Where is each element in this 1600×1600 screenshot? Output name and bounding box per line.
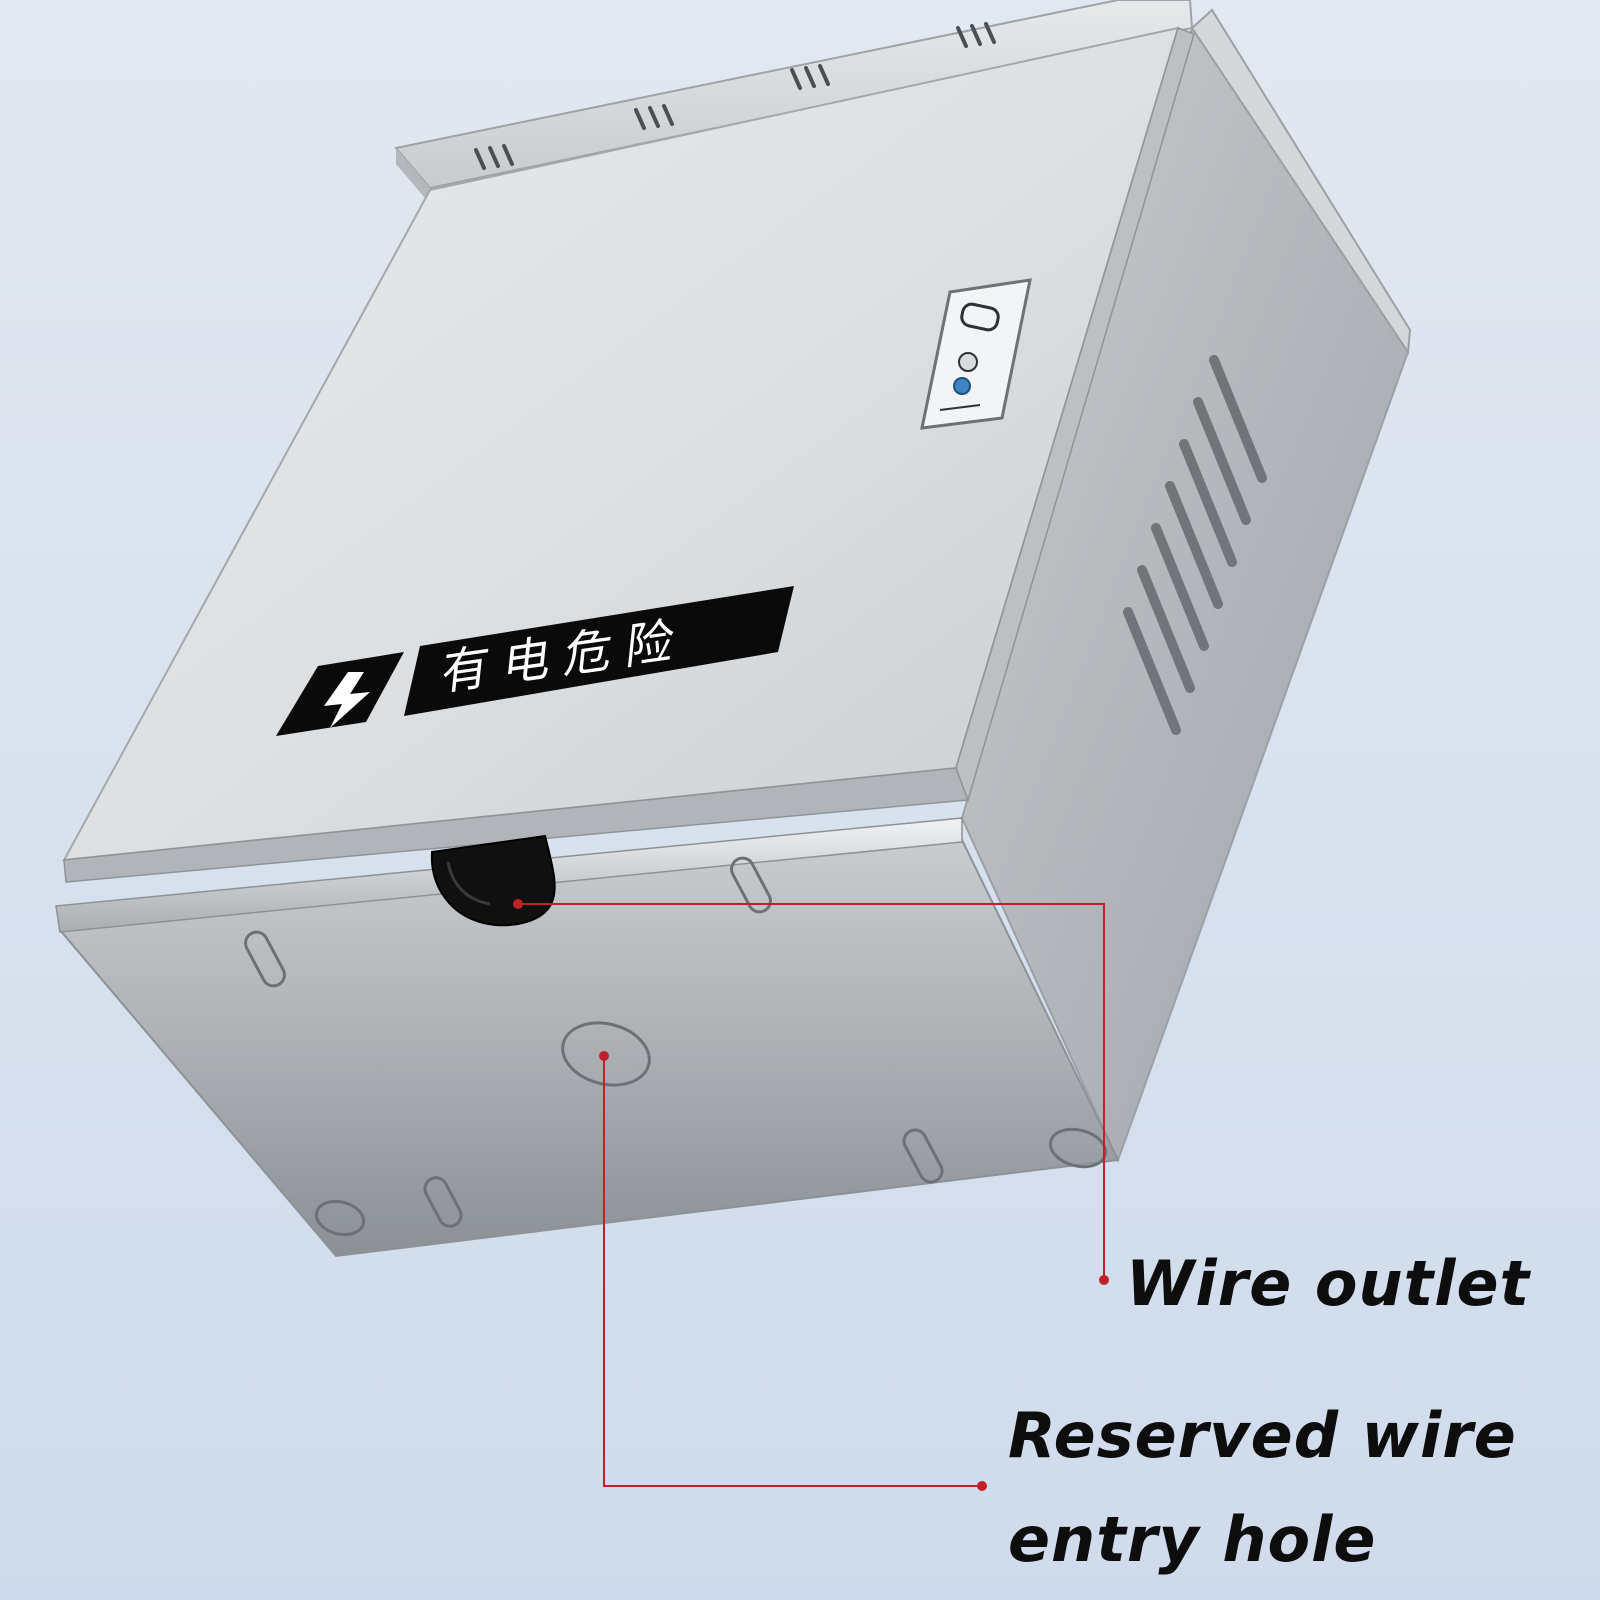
reserved-entry-label-line1: Reserved wire xyxy=(1008,1399,1517,1472)
wire-outlet xyxy=(430,834,556,927)
enclosure-door xyxy=(62,26,1195,883)
side-louvers xyxy=(1123,355,1267,735)
callout-line-reserved-entry xyxy=(603,1056,982,1487)
wire-outlet-label: Wire outlet xyxy=(1126,1247,1531,1320)
callout-dot-wire-outlet xyxy=(513,899,523,909)
callout-line-wire-outlet xyxy=(518,903,1105,1280)
callout-dot-reserved-entry-end xyxy=(977,1481,987,1491)
enclosure-front-panel xyxy=(55,817,1120,1258)
lightning-bolt-glyph xyxy=(324,672,370,728)
roof-vents xyxy=(474,22,996,170)
callout-dot-reserved-entry xyxy=(599,1051,609,1061)
lock-icon[interactable] xyxy=(920,278,1032,430)
reserved-entry-label: Reserved wire entry hole xyxy=(1008,1384,1517,1592)
knockout-holes xyxy=(244,856,1108,1237)
reserved-entry-label-line2: entry hole xyxy=(1008,1503,1377,1576)
callout-dot-wire-outlet-end xyxy=(1099,1275,1109,1285)
enclosure-roof xyxy=(394,0,1194,204)
